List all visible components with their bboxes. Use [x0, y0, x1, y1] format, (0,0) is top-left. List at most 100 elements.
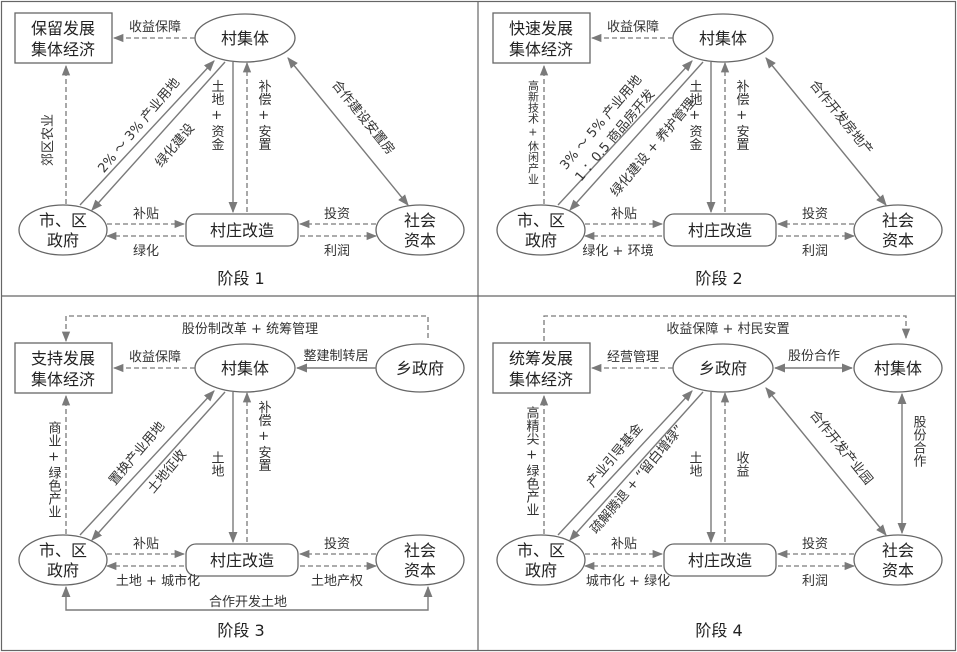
box-line-2: 集体经济	[31, 40, 95, 59]
city-government-node	[496, 204, 586, 256]
label-mid-2: 补偿 + 安置	[256, 79, 272, 151]
stage-caption: 阶段 4	[695, 621, 742, 640]
cap-line-2: 资本	[882, 561, 914, 580]
cap-line-2: 资本	[404, 561, 436, 580]
label-sub-2: 城市化 + 绿化	[586, 573, 670, 589]
social-capital-node	[375, 534, 465, 586]
stage-caption: 阶段 1	[217, 269, 264, 288]
label-land-rights: 土地产权	[311, 573, 363, 589]
arrow-township-capital	[765, 387, 887, 536]
collective-economy-box	[14, 12, 113, 64]
label-profit: 利润	[802, 574, 828, 589]
box-line-2: 集体经济	[509, 40, 573, 59]
box-line-2: 集体经济	[31, 370, 95, 389]
label-left: 高新技术 + 休闲产业	[527, 79, 540, 185]
arrow-gov-capital-bottom	[61, 585, 433, 611]
label-town-village: 整建制转居	[303, 349, 368, 364]
township-label: 乡政府	[699, 359, 747, 378]
label-top: 收益保障	[129, 350, 181, 365]
label-top: 收益保障	[607, 20, 659, 35]
label-invest: 投资	[324, 206, 350, 222]
city-government-node	[496, 534, 586, 586]
stage-2-panel: 快速发展 集体经济 村集体 市、区 政府 村庄改造 社会 资本 收益保障 高新技…	[492, 12, 943, 288]
gov-line-2: 政府	[47, 231, 79, 250]
arrow-gov-to-township	[557, 390, 693, 536]
social-capital-node	[375, 204, 465, 256]
village-label: 村集体	[221, 29, 269, 48]
box-line-1: 快速发展	[509, 19, 573, 38]
collective-economy-box	[492, 342, 591, 394]
village-renovation-node	[185, 543, 299, 577]
stage-4-panel: 收益保障 + 村民安置 统筹发展 集体经济 乡政府 村集体 股份合作 市、区 政…	[492, 315, 943, 640]
label-mid-2: 收益	[734, 451, 750, 477]
box-line-1: 保留发展	[31, 19, 95, 38]
center-label: 村庄改造	[688, 551, 752, 570]
gov-line-1: 市、区	[39, 211, 87, 230]
stage-caption: 阶段 3	[217, 621, 264, 640]
arrow-village-to-gov	[91, 61, 226, 211]
label-profit: 利润	[324, 244, 350, 259]
label-right: 合作开发产业园	[806, 407, 876, 488]
arrow-gov-to-village	[79, 390, 215, 536]
label-left: 高精尖 + 绿色产业	[524, 405, 540, 516]
label-mid-1: 土地 + 资金	[209, 79, 225, 151]
gov-line-1: 市、区	[517, 211, 565, 230]
label-invest: 投资	[324, 536, 350, 552]
stage-1-panel: 保留发展 集体经济 村集体 市、区 政府 村庄改造 社会 资本 收益保障 郊区农…	[14, 12, 465, 288]
stage-caption: 阶段 2	[695, 269, 742, 288]
city-government-node	[18, 534, 108, 586]
label-loop: 收益保障 + 村民安置	[666, 322, 789, 337]
box-line-1: 支持发展	[31, 349, 95, 368]
label-subsidy: 补贴	[611, 207, 637, 222]
cap-line-1: 社会	[404, 541, 436, 560]
cap-line-2: 资本	[882, 231, 914, 250]
label-share-vertical: 股份合作	[911, 415, 927, 467]
label-sub-2: 绿化 + 环境	[582, 244, 653, 259]
gov-line-2: 政府	[525, 561, 557, 580]
village-renovation-node	[663, 543, 777, 577]
village-label: 村集体	[221, 359, 269, 378]
village-renovation-node	[663, 213, 777, 247]
collective-economy-box	[14, 342, 113, 394]
label-sub-2: 土地 + 城市化	[116, 573, 200, 589]
arrow-village-to-gov	[569, 61, 704, 211]
center-label: 村庄改造	[210, 221, 274, 240]
arrow-village-to-gov	[91, 391, 226, 541]
cap-line-1: 社会	[882, 211, 914, 230]
label-subsidy: 补贴	[611, 537, 637, 552]
label-subsidy: 补贴	[133, 207, 159, 222]
label-bottom: 合作开发土地	[209, 594, 287, 610]
arrow-township-loop-to-box	[61, 315, 429, 343]
label-mid-1: 土地	[687, 451, 703, 477]
cap-line-2: 资本	[404, 231, 436, 250]
collective-economy-box	[492, 12, 591, 64]
cap-line-1: 社会	[882, 541, 914, 560]
label-mid-2: 补偿 + 安置	[734, 79, 750, 151]
label-mid-1: 土地	[209, 451, 225, 477]
label-diag-2: 土地征收	[145, 447, 190, 496]
label-left: 商业 + 绿色产业	[46, 421, 62, 518]
label-mid-1: 土地 + 资金	[687, 79, 703, 151]
label-invest: 投资	[802, 536, 828, 552]
label-right: 合作开发房地产	[806, 77, 876, 158]
arrow-loop-box-to-village	[543, 315, 911, 341]
arrow-township-to-gov	[569, 391, 704, 541]
village-renovation-node	[185, 213, 299, 247]
township-label: 乡政府	[396, 359, 444, 378]
label-left: 郊区农业	[40, 114, 56, 166]
label-profit: 利润	[802, 244, 828, 259]
gov-line-2: 政府	[525, 231, 557, 250]
village-label: 村集体	[874, 359, 922, 378]
city-government-node	[18, 204, 108, 256]
label-diag-2: 绿化建设	[153, 121, 198, 170]
gov-line-1: 市、区	[517, 541, 565, 560]
box-line-1: 统筹发展	[509, 349, 573, 368]
label-loop: 股份制改革 + 统筹管理	[182, 321, 318, 337]
village-label: 村集体	[699, 29, 747, 48]
label-share: 股份合作	[788, 349, 840, 364]
arrow-village-capital	[765, 57, 887, 206]
box-line-2: 集体经济	[509, 370, 573, 389]
stage-3-panel: 股份制改革 + 统筹管理 支持发展 集体经济 村集体 乡政府 整建制转居 市、区…	[14, 315, 465, 640]
arrow-gov-to-village	[79, 60, 215, 206]
